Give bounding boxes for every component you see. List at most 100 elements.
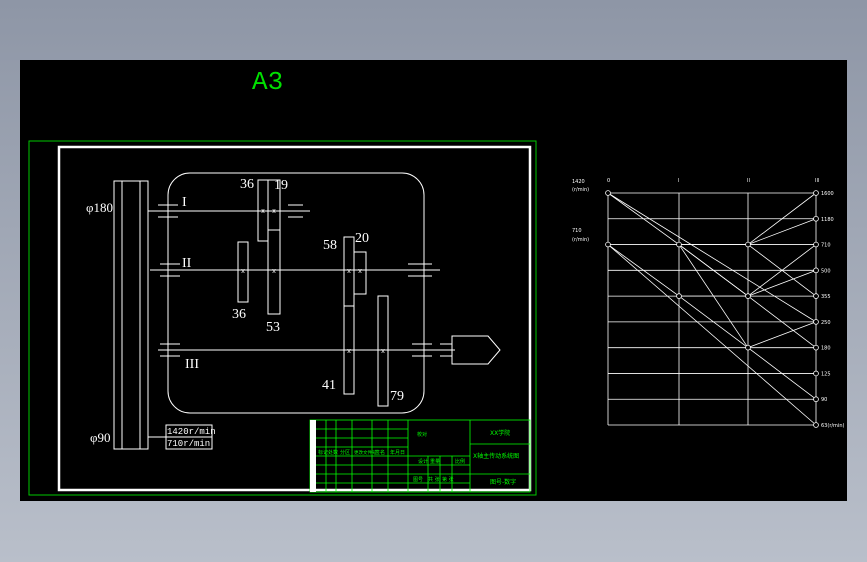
- chart-left-mid-unit: (r/min): [572, 237, 589, 243]
- gear-36-shaft-II: [237, 241, 249, 303]
- tb-drawing-no: 图号-数字: [490, 478, 516, 486]
- motor-speed-1: 1420r/min: [167, 427, 216, 437]
- speed-value-label: 355: [821, 294, 831, 300]
- speed-value-label: 125: [821, 371, 831, 377]
- speed-ray: [607, 244, 680, 297]
- speed-node: [745, 293, 751, 299]
- speed-node: [813, 215, 819, 222]
- tb-university: XX学院: [490, 429, 510, 437]
- speed-ray: [607, 192, 680, 245]
- speed-value-label: 250: [821, 320, 831, 326]
- speed-node: [813, 370, 819, 377]
- belt-pulley-drive: [113, 180, 149, 450]
- mesh-mark: x: [347, 268, 351, 275]
- tb-cell-scale: 比例: [455, 458, 465, 465]
- spindle-nose: [451, 335, 501, 365]
- title-block-left-strip: [310, 420, 316, 492]
- gear-label-36b: 36: [232, 307, 246, 322]
- mesh-mark: x: [261, 208, 265, 215]
- speed-node: [813, 396, 819, 403]
- motor-speed-2: 710r/min: [167, 439, 210, 449]
- speed-value-label: 1180: [821, 217, 834, 223]
- gear-label-58: 58: [323, 238, 337, 253]
- speed-value-label: 1600: [821, 191, 834, 197]
- speed-ray: [747, 321, 817, 349]
- tb-cell-date: 年月日: [390, 449, 405, 456]
- inner-frame: [57, 145, 532, 492]
- speed-node: [813, 190, 819, 196]
- speed-value-label: 90: [821, 397, 827, 403]
- shaft-column-label: 0: [607, 178, 610, 184]
- tb-cell-weight: 重量: [430, 458, 440, 465]
- tb-cell-sign: 签名: [375, 449, 385, 456]
- speed-node: [745, 344, 751, 351]
- speed-node: [813, 344, 819, 351]
- gearbox-schematic: [113, 172, 501, 450]
- pulley-label-bottom: φ90: [90, 430, 111, 445]
- speed-node: [676, 293, 682, 299]
- speed-ray: [747, 269, 817, 297]
- outer-frame: [28, 140, 537, 496]
- speed-value-label: 180: [821, 346, 831, 352]
- shaft-label-I: I: [182, 195, 187, 210]
- speed-ray: [678, 244, 749, 297]
- gear-label-19: 19: [274, 178, 288, 193]
- speed-ray: [678, 244, 749, 348]
- gear-41-shaft-III: [343, 305, 355, 395]
- speed-node: [813, 293, 819, 299]
- schematic-labels: I II III 36 19 58 20 36 53 41 79 φ180 φ9…: [86, 177, 404, 449]
- gear-79-shaft-III: [377, 295, 389, 407]
- gear-53-shaft-II: [267, 229, 281, 315]
- speed-ray: [747, 347, 817, 400]
- gear-label-53: 53: [266, 320, 280, 335]
- speed-node: [813, 319, 819, 325]
- shaft-label-III: III: [185, 357, 199, 372]
- chart-left-mid-label: 710: [572, 228, 582, 234]
- speed-node: [813, 422, 819, 428]
- speed-node: [676, 241, 682, 248]
- speed-node: [813, 267, 819, 274]
- tb-cell-check: 校对: [417, 431, 427, 438]
- title-block-text: 校对 设计 重量 比例 图号 共 张 第 张 标记 处数 分区 更改文件号 签名…: [318, 429, 519, 486]
- speed-node: [605, 190, 611, 196]
- tb-cell-zone: 分区: [340, 449, 350, 456]
- gear-20-shaft-II: [353, 251, 367, 295]
- tb-cell-sheet: 第 张: [442, 476, 454, 483]
- title-block: [309, 419, 531, 493]
- speed-node: [813, 241, 819, 248]
- speed-ray: [747, 218, 817, 245]
- chart-left-top-unit: (r/min): [572, 187, 589, 193]
- tb-cell-count: 处数: [328, 449, 338, 456]
- tb-cell-design: 设计: [418, 458, 428, 465]
- tb-cell-dwg-no: 图号: [413, 477, 423, 483]
- speed-ray: [607, 244, 817, 426]
- speed-ray: [747, 244, 817, 297]
- mesh-mark: x: [381, 348, 385, 355]
- mesh-mark: x: [272, 208, 276, 215]
- pulley-label-top: φ180: [86, 200, 113, 215]
- mesh-mark: x: [272, 268, 276, 275]
- tb-drawing-title: X轴主传动系统图: [473, 452, 519, 460]
- sheet-format-label: A3: [252, 67, 283, 97]
- gear-label-20: 20: [355, 231, 369, 246]
- shaft-column-label: II: [747, 178, 750, 184]
- tb-cell-change: 更改文件号: [354, 449, 377, 456]
- speed-ray: [747, 192, 817, 245]
- mesh-marks: x x x x x x x x: [241, 208, 385, 355]
- tb-cell-total: 共 张: [428, 476, 440, 483]
- gear-label-36a: 36: [240, 177, 254, 192]
- speed-node: [605, 241, 611, 248]
- shaft-column-label: III: [815, 178, 819, 184]
- speed-ray: [607, 192, 817, 323]
- tb-cell-mark: 标记: [318, 449, 328, 456]
- shaft-label-II: II: [182, 256, 192, 271]
- shaft-column-label: I: [678, 178, 679, 184]
- gear-label-79: 79: [390, 389, 404, 404]
- speed-ray: [747, 295, 817, 348]
- speed-value-label: 500: [821, 268, 831, 274]
- speed-ray: [678, 295, 749, 348]
- chart-left-top-label: 1420: [572, 179, 585, 185]
- speed-value-label: 63(r/min): [821, 423, 844, 429]
